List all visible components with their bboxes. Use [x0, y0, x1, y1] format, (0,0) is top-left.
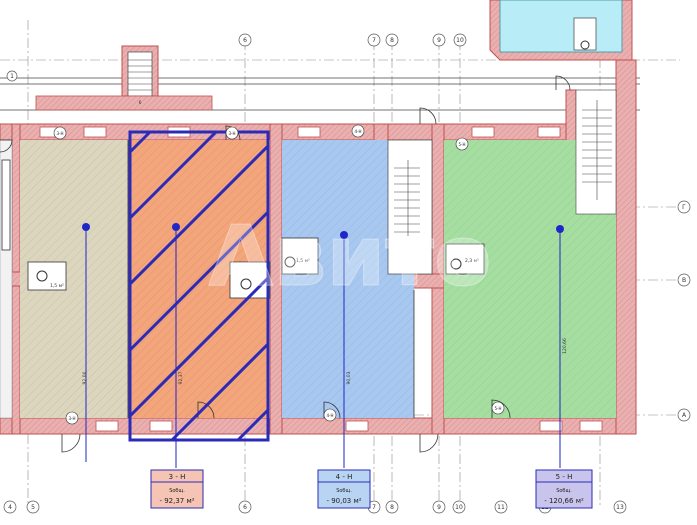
axis-bottom-10: 10: [452, 500, 466, 514]
right-stair: [582, 100, 612, 200]
watermark: Авито: [208, 207, 491, 305]
wc-green: [445, 243, 485, 275]
axis-bottom-8: 8: [385, 500, 399, 514]
wc-blue: [281, 237, 319, 275]
axis-top-9: 9: [432, 33, 446, 47]
axis-bottom-4: 4: [3, 500, 17, 514]
left-strip: [0, 139, 13, 419]
axis-right-g: Г: [677, 200, 691, 214]
svg-text:4: 4: [8, 504, 12, 511]
room-mark-green: 120,66: [562, 338, 568, 354]
unit-label-4h: 4 - H Sобщ. - 90,03 м²: [317, 469, 371, 509]
bubble-6: 4-H: [323, 408, 337, 422]
svg-text:8: 8: [390, 37, 394, 44]
room-marker-left: [82, 223, 90, 231]
unit-code-4h: 4 - H: [336, 473, 353, 481]
top-room-cyan: [489, 0, 633, 61]
stair-top-mark: 6: [139, 100, 142, 106]
axis-right-v: В: [677, 273, 691, 287]
svg-text:В: В: [682, 277, 686, 284]
svg-text:5-H: 5-H: [459, 142, 466, 147]
wc-mark-left: 1,5 м²: [50, 283, 64, 289]
bubble-7: 5-H: [491, 401, 505, 415]
svg-text:3-H: 3-H: [229, 131, 236, 136]
room-marker-orange: [172, 223, 180, 231]
axis-bottom-9: 9: [432, 500, 446, 514]
svg-text:7: 7: [372, 504, 376, 511]
unit-code-3h: 3 - H: [169, 473, 186, 481]
axis-top-6: 6: [238, 33, 252, 47]
svg-text:13: 13: [616, 504, 624, 511]
wc-left: [27, 261, 67, 291]
svg-text:5-H: 5-H: [495, 406, 502, 411]
svg-text:А: А: [682, 412, 687, 419]
axis-bottom-11: 11: [494, 500, 508, 514]
svg-text:8: 8: [390, 504, 394, 511]
axis-bottom-6: 6: [238, 500, 252, 514]
axis-top-10: 10: [453, 33, 467, 47]
svg-text:9: 9: [437, 504, 441, 511]
unit-area-label-3h: Sобщ.: [169, 488, 185, 494]
svg-text:9: 9: [437, 37, 441, 44]
bubble-4: 3-H: [65, 411, 79, 425]
room-marker-green: [556, 225, 564, 233]
svg-text:1: 1: [10, 73, 14, 80]
axis-bottom-5: 5: [26, 500, 40, 514]
svg-text:3-H: 3-H: [69, 416, 76, 421]
room-mark-left: 92,00: [82, 371, 88, 384]
unit-area-3h: - 92,37 м²: [159, 497, 194, 505]
unit-label-3h: 3 - H Sобщ. - 92,37 м²: [150, 469, 204, 509]
partitions: [127, 140, 415, 418]
svg-text:3-H: 3-H: [57, 131, 64, 136]
svg-text:4-H: 4-H: [327, 413, 334, 418]
bubble-3: 3-H: [225, 126, 239, 140]
svg-text:6: 6: [243, 37, 247, 44]
bubble-2: 5-H: [455, 137, 469, 151]
axis-top-7: 7: [367, 33, 381, 47]
unit-label-5h: 5 - H Sобщ. - 120,66 м²: [535, 469, 593, 509]
room-markers: [82, 223, 564, 468]
axis-right-a: А: [677, 408, 691, 422]
room-mark-blue: 90,03: [346, 371, 352, 384]
unit-area-label-5h: Sобщ.: [556, 488, 572, 494]
central-stair: [387, 139, 433, 275]
unit-code-5h: 5 - H: [556, 473, 573, 481]
room-mark-orange: 92,37: [178, 371, 184, 384]
svg-text:6: 6: [243, 504, 247, 511]
selected-unit-hatch: [128, 130, 270, 442]
svg-text:Г: Г: [682, 204, 686, 211]
wc-mark-green: 2,3 м²: [465, 258, 479, 264]
axis-left-1: 1: [6, 70, 18, 82]
axis-top-8: 8: [385, 33, 399, 47]
unit-area-5h: - 120,66 м²: [544, 497, 584, 505]
svg-text:5: 5: [31, 504, 35, 511]
unit-area-label-4h: Sобщ.: [336, 488, 352, 494]
stair-right-room: [575, 89, 617, 215]
svg-text:4-H: 4-H: [355, 129, 362, 134]
svg-text:10: 10: [455, 504, 463, 511]
top-stair: [35, 45, 213, 111]
unit-area-4h: - 90,03 м²: [326, 497, 361, 505]
room-marker-blue: [340, 231, 348, 239]
bubble-5: 4-H: [351, 124, 365, 138]
bubble-1: 3-H: [53, 126, 67, 140]
wc-mark-blue: 1,5 м²: [296, 258, 310, 264]
svg-text:10: 10: [456, 37, 464, 44]
axis-bottom-13: 13: [613, 500, 627, 514]
svg-text:11: 11: [497, 504, 505, 511]
svg-text:7: 7: [372, 37, 376, 44]
